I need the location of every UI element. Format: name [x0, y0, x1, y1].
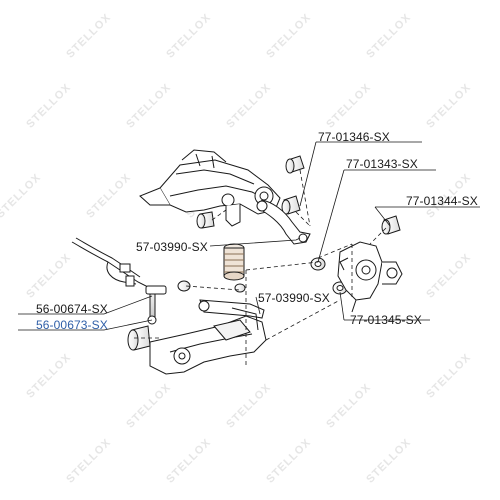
- leader-56-00674: [18, 295, 153, 315]
- stabilizer-bar: [71, 237, 151, 289]
- upper-control-arm: [256, 199, 311, 245]
- leader-57-03990-upper: [209, 237, 301, 247]
- bushing-77-01346-a: [285, 155, 305, 174]
- bushing-left-upper: [196, 211, 215, 229]
- bushing-77-01346-b: [281, 195, 301, 215]
- part-label-77-01344[interactable]: 77-01344-SX: [406, 194, 478, 208]
- hub-knuckle: [337, 241, 403, 313]
- leader-lines: [18, 141, 480, 331]
- leader-77-01346: [299, 141, 422, 207]
- lower-control-arm: [198, 299, 265, 319]
- part-label-57-03990-lower[interactable]: 57-03990-SX: [258, 291, 330, 305]
- bushing-lower-left: [127, 325, 151, 351]
- subframe-upper: [139, 149, 281, 227]
- stabilizer-link: [145, 285, 167, 325]
- part-label-56-00674[interactable]: 56-00674-SX: [36, 302, 108, 316]
- subframe-lower: [149, 307, 267, 375]
- leader-57-03990-lower: [255, 296, 261, 315]
- part-label-77-01346[interactable]: 77-01346-SX: [318, 130, 390, 144]
- assembly-guides: [134, 169, 387, 368]
- leader-56-00673: [18, 319, 153, 331]
- part-label-56-00673[interactable]: 56-00673-SX: [36, 318, 108, 332]
- leader-77-01345: [339, 291, 430, 321]
- leader-77-01344: [374, 206, 480, 227]
- part-label-57-03990-upper[interactable]: 57-03990-SX: [136, 240, 208, 254]
- part-label-77-01345[interactable]: 77-01345-SX: [350, 313, 422, 327]
- part-label-77-01343[interactable]: 77-01343-SX: [346, 157, 418, 171]
- coil-spring: [223, 243, 245, 281]
- leader-77-01343: [317, 169, 436, 263]
- bushing-77-01343: [310, 257, 326, 271]
